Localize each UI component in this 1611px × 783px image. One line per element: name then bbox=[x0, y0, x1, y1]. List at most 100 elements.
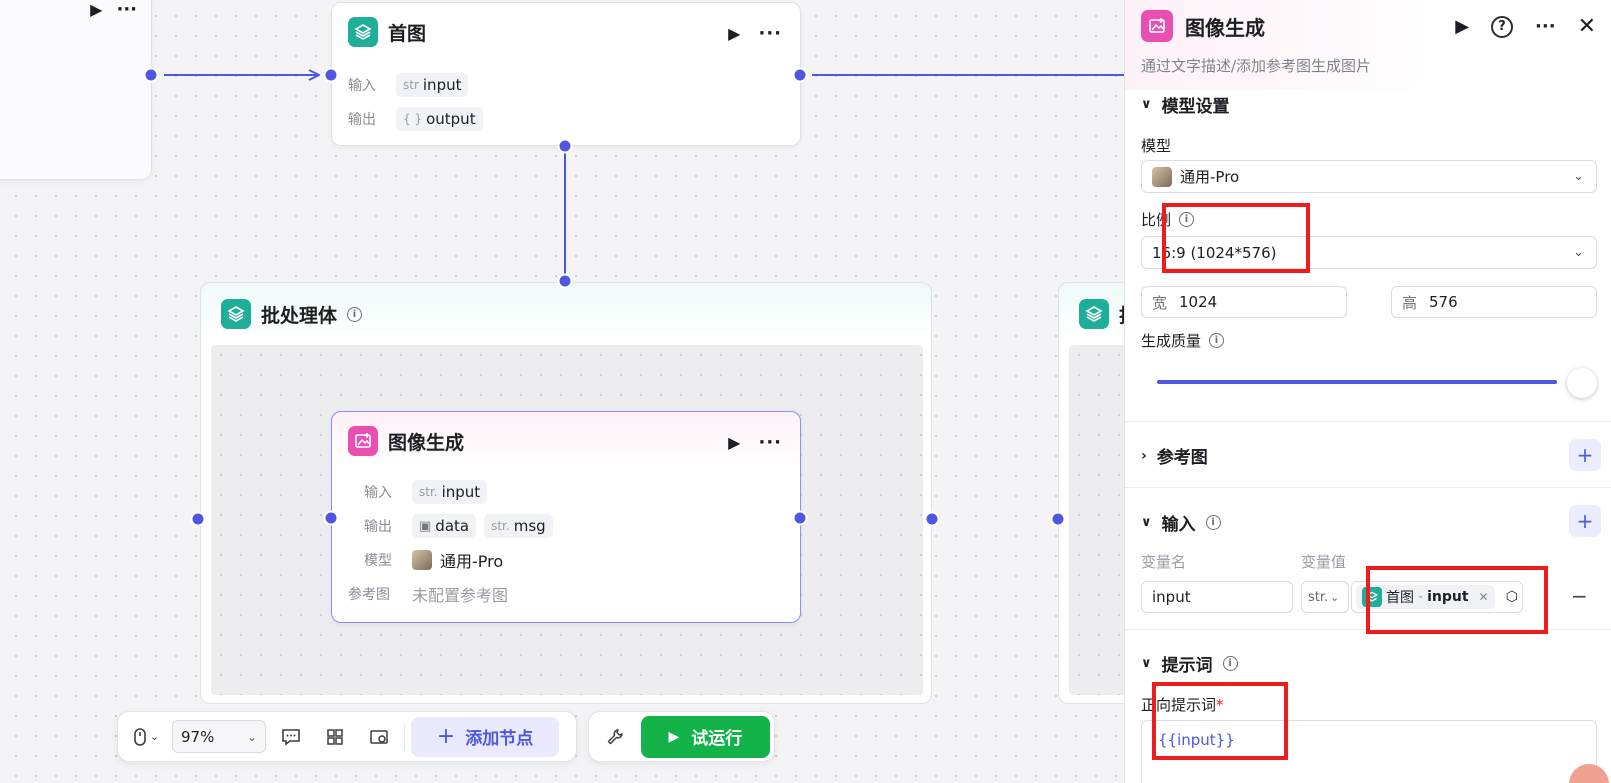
run-node-icon[interactable]: ▶ bbox=[728, 433, 741, 452]
layout-button[interactable] bbox=[316, 728, 354, 746]
wrench-icon bbox=[607, 728, 623, 744]
add-input-button[interactable]: + bbox=[1569, 505, 1601, 537]
port-dot[interactable] bbox=[792, 67, 808, 83]
play-icon[interactable]: ▶ bbox=[90, 0, 103, 19]
node-settings-panel: 图像生成 ▶ ? ··· ✕ 通过文字描述/添加参考图生成图片 ∨ 模型设置 模… bbox=[1124, 0, 1611, 783]
quality-slider[interactable] bbox=[1157, 380, 1557, 384]
comment-icon bbox=[282, 728, 300, 746]
info-icon: i bbox=[1222, 656, 1238, 671]
divider bbox=[404, 723, 405, 750]
positive-prompt-label: 正向提示词* bbox=[1141, 696, 1224, 714]
quality-slider-thumb[interactable] bbox=[1567, 368, 1597, 398]
chevron-down-icon: ⌄ bbox=[246, 729, 257, 744]
info-icon: i bbox=[347, 306, 363, 322]
minimap-button[interactable] bbox=[360, 728, 398, 746]
plus-icon: + bbox=[436, 724, 456, 749]
comment-button[interactable] bbox=[272, 728, 310, 746]
port-dot[interactable] bbox=[1050, 511, 1066, 527]
canvas-toolbar: ⌄ 97% ⌄ + 添加节点 bbox=[117, 711, 577, 762]
variable-picker-icon[interactable]: ⬡ bbox=[1505, 589, 1518, 605]
var-value-header: 变量值 bbox=[1301, 553, 1347, 571]
highlight-var-value bbox=[1366, 566, 1548, 634]
more-icon[interactable]: ··· bbox=[1535, 16, 1556, 37]
add-reference-button[interactable]: + bbox=[1569, 439, 1601, 471]
run-icon[interactable]: ▶ bbox=[1455, 16, 1470, 37]
chevron-down-icon: ∨ bbox=[1141, 515, 1152, 530]
close-icon[interactable]: ✕ bbox=[1577, 14, 1596, 39]
node-title: 首图 bbox=[388, 22, 427, 45]
zoom-select[interactable]: 97% ⌄ bbox=[172, 720, 266, 753]
output-param-tag: { }output bbox=[396, 107, 483, 131]
width-field[interactable]: 宽 1024 bbox=[1141, 286, 1347, 318]
model-select[interactable]: 通用-Pro ⌄ bbox=[1141, 160, 1597, 193]
model-value: 通用-Pro bbox=[440, 552, 504, 571]
model-label: 模型 bbox=[1141, 137, 1172, 155]
model-label: 模型 bbox=[364, 553, 392, 569]
add-node-button[interactable]: + 添加节点 bbox=[411, 716, 559, 757]
section-reference-image[interactable]: › 参考图 bbox=[1141, 447, 1208, 469]
input-param-tag: str.input bbox=[412, 480, 488, 504]
node-image-generation[interactable]: 图像生成 ▶ ··· 输入 str.input 输出 ▣data str.msg… bbox=[331, 411, 801, 623]
remove-icon[interactable]: ✕ bbox=[1478, 590, 1489, 604]
model-avatar bbox=[1152, 166, 1172, 187]
output-label: 输出 bbox=[364, 519, 392, 535]
highlight-ratio bbox=[1162, 203, 1310, 273]
port-dot[interactable] bbox=[323, 510, 339, 526]
height-field[interactable]: 高 576 bbox=[1391, 286, 1597, 318]
debug-button[interactable] bbox=[593, 728, 637, 746]
var-name-input[interactable]: input bbox=[1141, 581, 1293, 613]
panel-title: 图像生成 bbox=[1185, 15, 1265, 40]
test-run-button[interactable]: ▶ 试运行 bbox=[640, 715, 770, 758]
ref-label: 参考图 bbox=[348, 587, 390, 603]
image-gen-icon bbox=[1141, 10, 1173, 42]
port-dot[interactable] bbox=[557, 273, 573, 289]
positive-prompt-textarea[interactable]: {{input}} bbox=[1141, 720, 1597, 783]
chevron-right-icon: › bbox=[1141, 447, 1147, 464]
port-dot[interactable] bbox=[557, 138, 573, 154]
batch-title: 批处理体 bbox=[261, 304, 338, 327]
port-dot[interactable] bbox=[792, 510, 808, 526]
help-icon[interactable]: ? bbox=[1491, 15, 1514, 38]
assistant-avatar[interactable] bbox=[1569, 764, 1609, 783]
section-input[interactable]: ∨ 输入 i bbox=[1141, 510, 1221, 535]
output-label: 输出 bbox=[348, 112, 376, 128]
input-label: 输入 bbox=[364, 485, 392, 501]
grid-icon bbox=[327, 728, 343, 745]
run-toolbar: ▶ 试运行 bbox=[588, 711, 775, 762]
node-title: 图像生成 bbox=[388, 431, 465, 454]
info-icon: i bbox=[1179, 212, 1195, 227]
more-icon[interactable]: ··· bbox=[116, 0, 137, 20]
port-dot[interactable] bbox=[323, 67, 339, 83]
chevron-down-icon: ∨ bbox=[1141, 656, 1152, 671]
info-icon: i bbox=[1205, 515, 1221, 530]
var-name-header: 变量名 bbox=[1141, 553, 1187, 571]
mouse-mode-button[interactable]: ⌄ bbox=[126, 727, 166, 746]
layers-icon bbox=[221, 299, 251, 329]
chevron-down-icon: ⌄ bbox=[1573, 245, 1584, 260]
chevron-down-icon: ⌄ bbox=[1573, 169, 1584, 184]
var-type-select[interactable]: str.⌄ bbox=[1301, 581, 1349, 613]
port-dot[interactable] bbox=[143, 67, 159, 83]
play-icon: ▶ bbox=[668, 728, 680, 745]
ratio-select[interactable]: 16:9 (1024*576) ⌄ bbox=[1141, 236, 1597, 269]
left-partial-node[interactable]: ▶ ··· bbox=[0, 0, 152, 180]
highlight-positive-prompt bbox=[1152, 682, 1288, 760]
section-prompt[interactable]: ∨ 提示词 i bbox=[1141, 651, 1238, 676]
layers-icon bbox=[348, 17, 378, 47]
more-icon[interactable]: ··· bbox=[758, 23, 782, 44]
section-model-settings[interactable]: ∨ 模型设置 bbox=[1141, 97, 1230, 117]
remove-input-button[interactable]: − bbox=[1571, 584, 1588, 608]
port-dot[interactable] bbox=[924, 511, 940, 527]
image-icon: ▣ bbox=[419, 518, 432, 534]
output-param-tag: str.msg bbox=[484, 514, 553, 538]
section-divider bbox=[1125, 421, 1611, 422]
chevron-down-icon: ∨ bbox=[1141, 97, 1152, 112]
image-gen-icon bbox=[348, 426, 378, 456]
run-node-icon[interactable]: ▶ bbox=[728, 24, 741, 43]
more-icon[interactable]: ··· bbox=[758, 432, 782, 453]
output-param-tag: ▣data bbox=[412, 514, 477, 538]
port-dot[interactable] bbox=[190, 511, 206, 527]
